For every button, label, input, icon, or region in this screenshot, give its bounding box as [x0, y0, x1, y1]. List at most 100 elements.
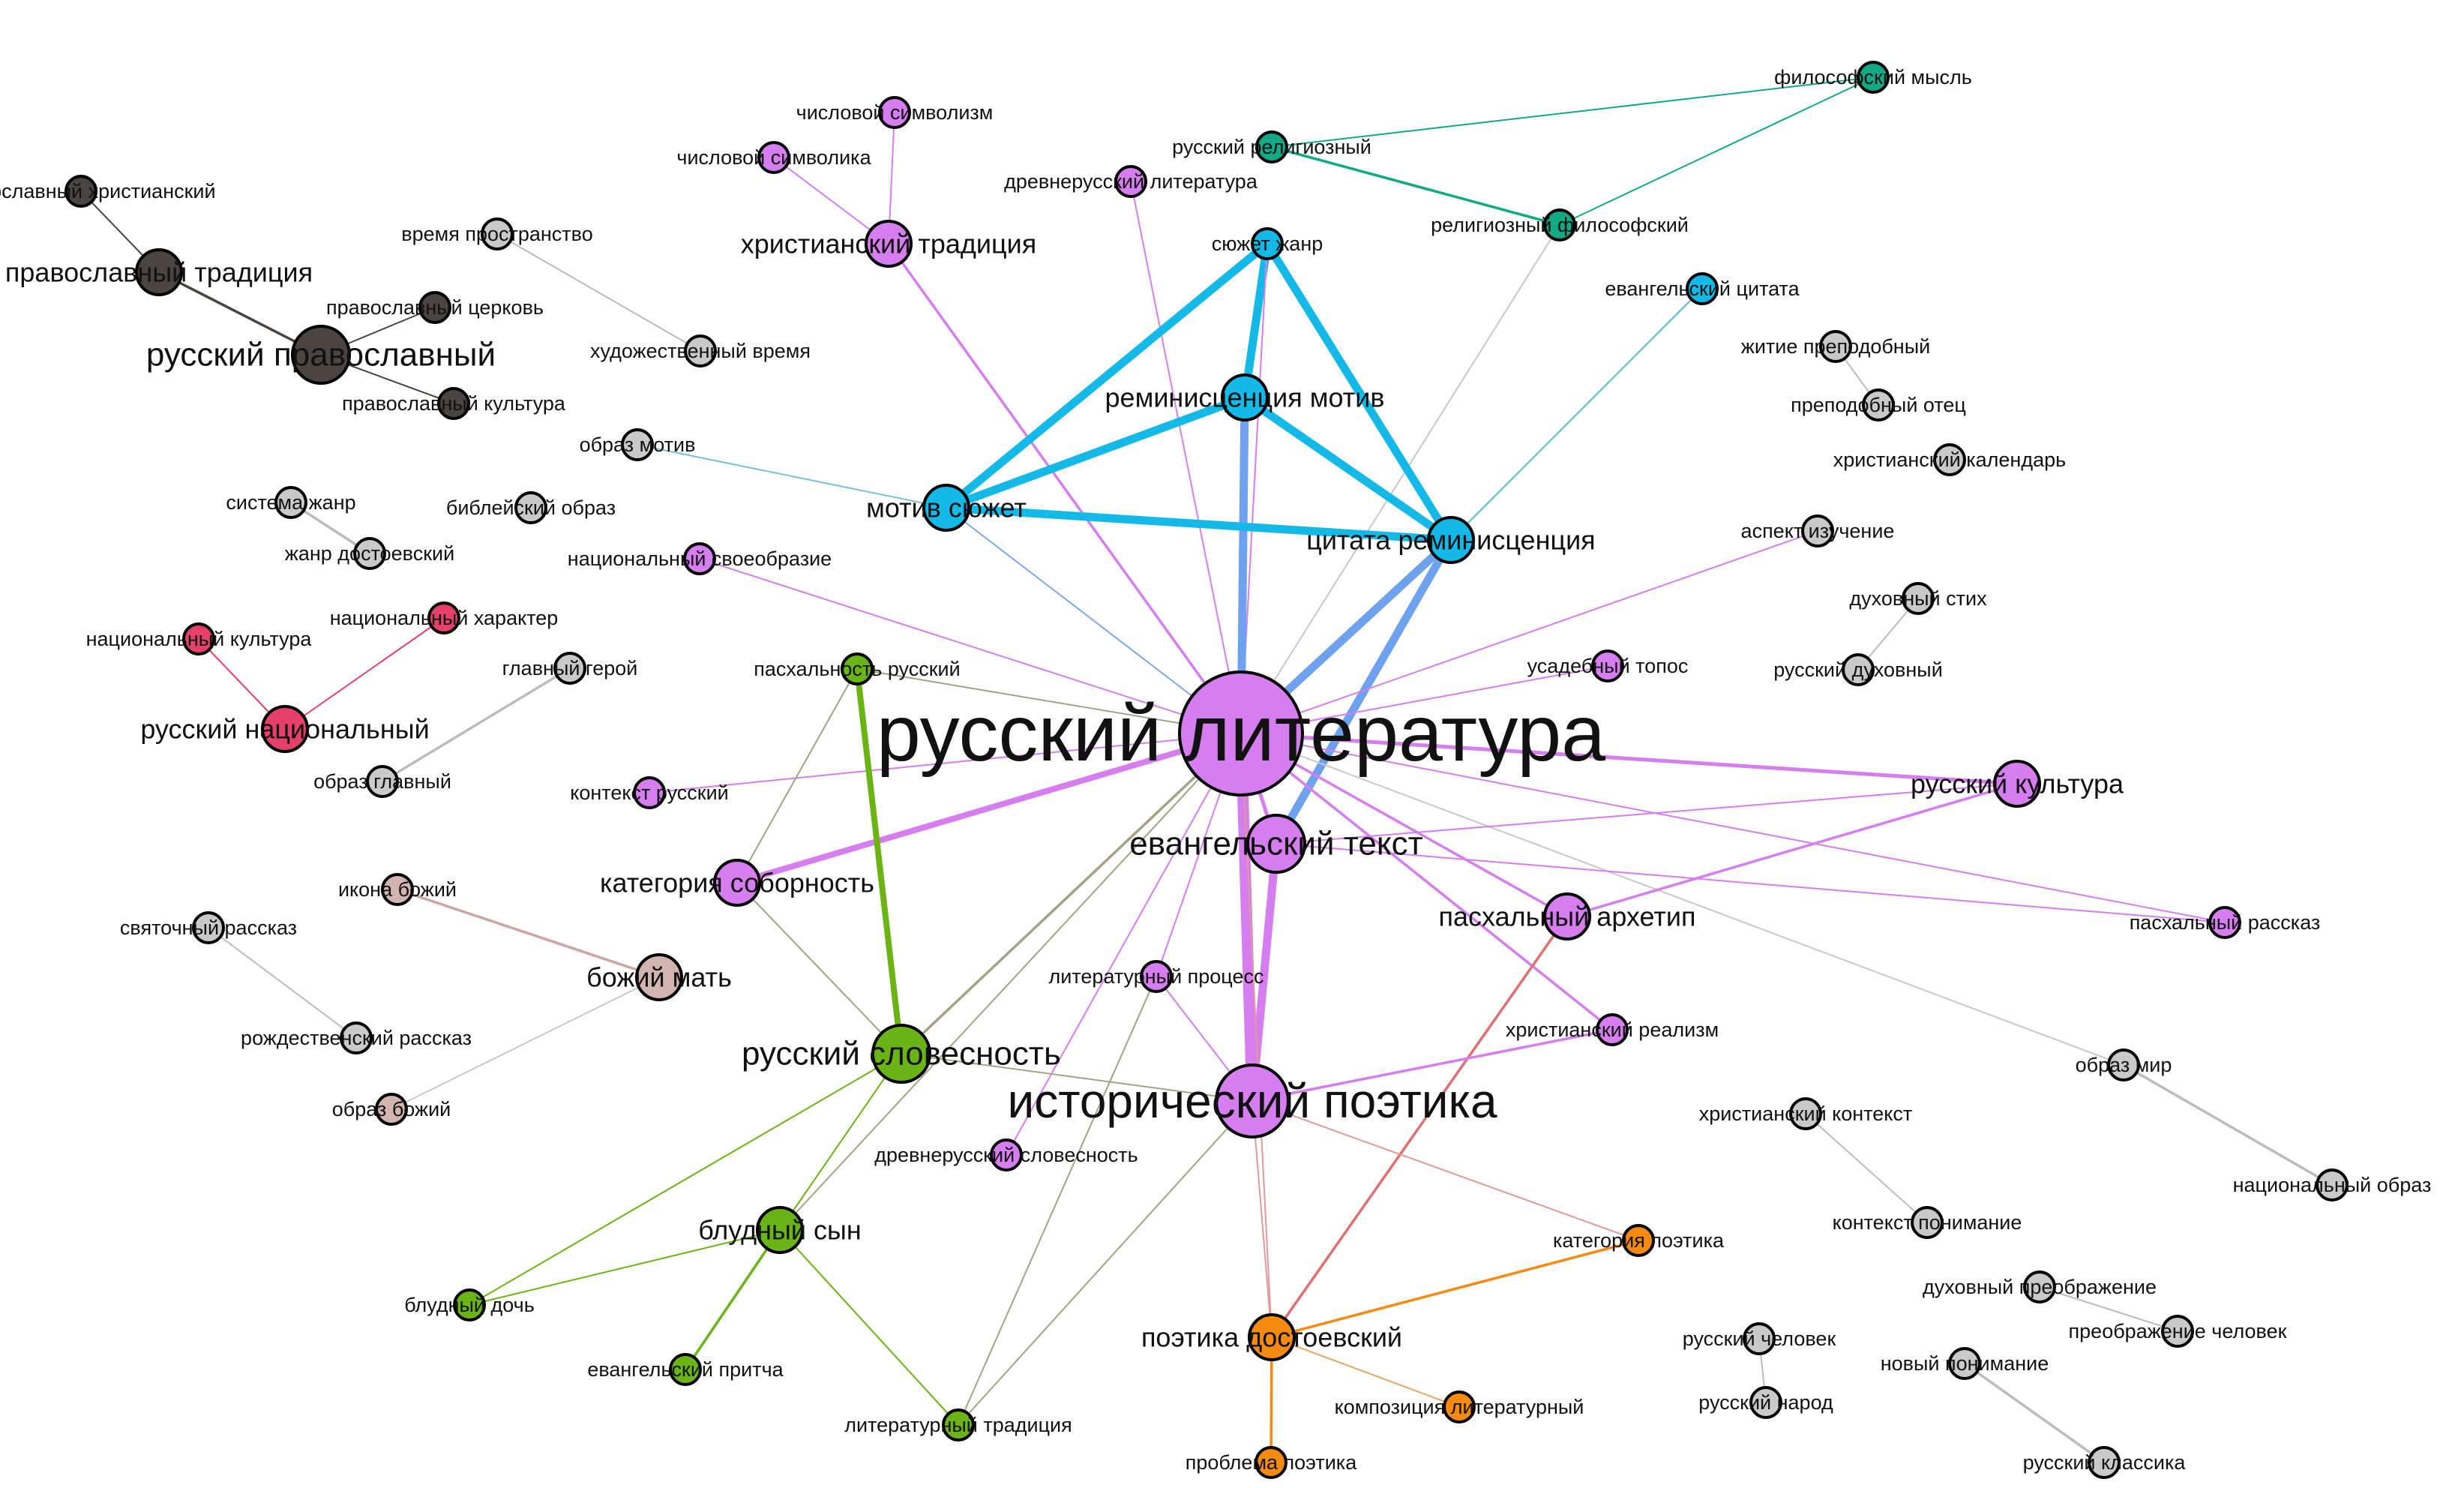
- edge-duh_preobrazhenie-preobrazhenie_chelovek: [2039, 1286, 2178, 1332]
- label-hrist_kalendar: христианский календарь: [1833, 448, 2066, 471]
- label-bludnaya_doch: блудный дочь: [404, 1294, 535, 1316]
- edge-kategoriya_sobornost-russky_slovesnost: [736, 882, 902, 1054]
- node-nac_svoeobrazie[interactable]: [683, 542, 716, 575]
- node-russky_klassika[interactable]: [2088, 1446, 2121, 1479]
- node-pashalny_arhetip[interactable]: [1543, 892, 1591, 940]
- node-russky_religiozny[interactable]: [1255, 130, 1288, 164]
- edge-reminiscenciya_motiv-motiv_syuzhet: [942, 393, 1249, 512]
- node-hristiansky_tradiciya[interactable]: [865, 220, 913, 268]
- label-religiozny_filosofsky: религиозный философский: [1431, 214, 1689, 236]
- node-vremya_prostranstvo[interactable]: [481, 218, 514, 250]
- edge-bludny_syn-evang_pritcha: [684, 1228, 781, 1371]
- label-bibleysky_obraz: библейский образ: [446, 496, 616, 519]
- node-duhovny_stih[interactable]: [1902, 582, 1935, 615]
- label-pashalnost_russky: пасхальность русский: [754, 658, 960, 680]
- node-istorich_poetika[interactable]: [1215, 1064, 1290, 1138]
- node-syuzhet_zhanr[interactable]: [1251, 227, 1284, 260]
- node-zhitie_prepodobny[interactable]: [1819, 330, 1852, 363]
- edge-syuzhet_zhanr-motiv_syuzhet: [942, 239, 1272, 512]
- label-svyatochny_rasskaz: святочный рассказ: [120, 916, 297, 939]
- node-filosofskaya_mysl[interactable]: [1857, 61, 1890, 94]
- node-bozhy_mat[interactable]: [635, 953, 683, 1001]
- node-ikona_bozhy[interactable]: [381, 873, 414, 906]
- label-duhovny_stih: духовный стих: [1849, 587, 1987, 610]
- node-pravoslavnaya_cerkov[interactable]: [418, 291, 451, 324]
- node-russky_slovesnost[interactable]: [871, 1024, 931, 1084]
- node-hudozh_vremya[interactable]: [684, 334, 717, 368]
- node-rozhdestv_rasskaz[interactable]: [340, 1022, 373, 1054]
- edge-kontekst_russky-russky_literatura: [649, 733, 1242, 794]
- node-russky_narod[interactable]: [1749, 1386, 1782, 1419]
- node-bludny_syn[interactable]: [756, 1206, 804, 1254]
- label-chisl_simvolizm: числовой символизм: [796, 101, 994, 124]
- node-bibleysky_obraz[interactable]: [514, 491, 547, 524]
- node-chisl_simvolika[interactable]: [757, 141, 790, 174]
- node-obraz_motiv[interactable]: [621, 428, 654, 461]
- node-usadebny_topos[interactable]: [1591, 650, 1624, 682]
- node-kategoriya_sobornost[interactable]: [713, 859, 761, 907]
- node-glavny_geroy[interactable]: [553, 652, 586, 685]
- node-russky_literatura[interactable]: [1178, 670, 1304, 796]
- edge-evang_citata-citata_reminiscenciya: [1450, 288, 1703, 541]
- label-kompoziciya_lit: композиция литературный: [1335, 1396, 1584, 1418]
- node-lit_tradiciya[interactable]: [942, 1408, 975, 1442]
- node-russky_pravoslavny[interactable]: [291, 325, 351, 385]
- node-svyatochny_rasskaz[interactable]: [192, 911, 225, 944]
- node-lit_process[interactable]: [1140, 960, 1173, 993]
- node-russky_kultura[interactable]: [1993, 760, 2041, 808]
- edge-pashalnost_russky-russky_slovesnost: [854, 666, 904, 1057]
- node-sistema_zhanr[interactable]: [274, 486, 307, 519]
- node-drevnerus_slovesnost[interactable]: [990, 1138, 1023, 1172]
- node-obraz_glavny[interactable]: [366, 765, 399, 798]
- node-citata_reminiscenciya[interactable]: [1427, 516, 1475, 564]
- node-duh_preobrazhenie[interactable]: [2023, 1270, 2056, 1304]
- node-hrist_kontekst[interactable]: [1789, 1097, 1822, 1130]
- node-evang_pritcha[interactable]: [669, 1353, 702, 1386]
- node-kontekst_russky[interactable]: [633, 776, 666, 809]
- node-obraz_bozhy[interactable]: [375, 1093, 408, 1126]
- node-bludnaya_doch[interactable]: [453, 1288, 486, 1322]
- node-evang_citata[interactable]: [1686, 272, 1719, 305]
- node-zhanr_dostoevsky[interactable]: [353, 537, 386, 570]
- node-prepodobny_otec[interactable]: [1862, 388, 1895, 422]
- label-syuzhet_zhanr: сюжет жанр: [1212, 232, 1323, 255]
- node-nac_kultura[interactable]: [182, 622, 215, 656]
- node-preobrazhenie_chelovek[interactable]: [2161, 1315, 2194, 1348]
- node-russky_nacionalny[interactable]: [261, 705, 309, 753]
- node-pravoslavnaya_kultura[interactable]: [437, 387, 470, 420]
- edge-bozhy_mat-obraz_bozhy: [391, 976, 660, 1110]
- node-russky_duhovny[interactable]: [1842, 653, 1875, 686]
- node-reminiscenciya_motiv[interactable]: [1221, 374, 1269, 422]
- node-kompoziciya_lit[interactable]: [1443, 1390, 1476, 1424]
- edge-russky_literatura-pashalnost_russky: [856, 668, 1242, 734]
- node-pashalnost_russky[interactable]: [841, 652, 874, 686]
- node-poetika_dostoevsky[interactable]: [1248, 1313, 1296, 1361]
- edges-layer: [80, 76, 2334, 1464]
- node-chisl_simvolizm[interactable]: [878, 96, 911, 129]
- node-obraz_mir[interactable]: [2107, 1048, 2140, 1082]
- edge-russky_literatura-hrist_realizm: [1239, 732, 1614, 1031]
- edge-hristiansky_tradiciya-russky_literatura: [887, 242, 1242, 735]
- node-aspekt_izuchenie[interactable]: [1801, 514, 1834, 548]
- node-kontekst_ponimanie[interactable]: [1911, 1206, 1944, 1239]
- edge-istorich_poetika-lit_tradiciya: [958, 1100, 1253, 1426]
- node-hrist_realizm[interactable]: [1596, 1013, 1629, 1046]
- edge-istorich_poetika-kategoriya_poetika: [1251, 1100, 1639, 1241]
- node-novy_ponimanie[interactable]: [1948, 1347, 1981, 1380]
- node-pashalny_rasskaz[interactable]: [2208, 906, 2241, 939]
- node-hrist_kalendar[interactable]: [1933, 443, 1966, 476]
- node-kategoriya_poetika[interactable]: [1622, 1224, 1655, 1257]
- node-evang_tekst[interactable]: [1246, 814, 1306, 874]
- label-nac_svoeobrazie: национальный своеобразие: [568, 548, 832, 570]
- node-nac_harakter[interactable]: [427, 602, 460, 634]
- node-pravoslavny_hristiansky[interactable]: [64, 175, 97, 208]
- node-drevnerus_literatura[interactable]: [1114, 165, 1147, 198]
- edge-hrist_kontekst-kontekst_ponimanie: [1805, 1113, 1928, 1223]
- node-pravoslavnaya_tradiciya[interactable]: [135, 248, 183, 296]
- node-russky_chelovek[interactable]: [1743, 1322, 1776, 1355]
- node-nac_obraz[interactable]: [2316, 1168, 2349, 1202]
- edge-aspekt_izuchenie-russky_literatura: [1240, 530, 1818, 734]
- node-problema_poetika[interactable]: [1254, 1446, 1287, 1479]
- node-motiv_syuzhet[interactable]: [922, 484, 970, 532]
- node-religiozny_filosofsky[interactable]: [1543, 208, 1576, 242]
